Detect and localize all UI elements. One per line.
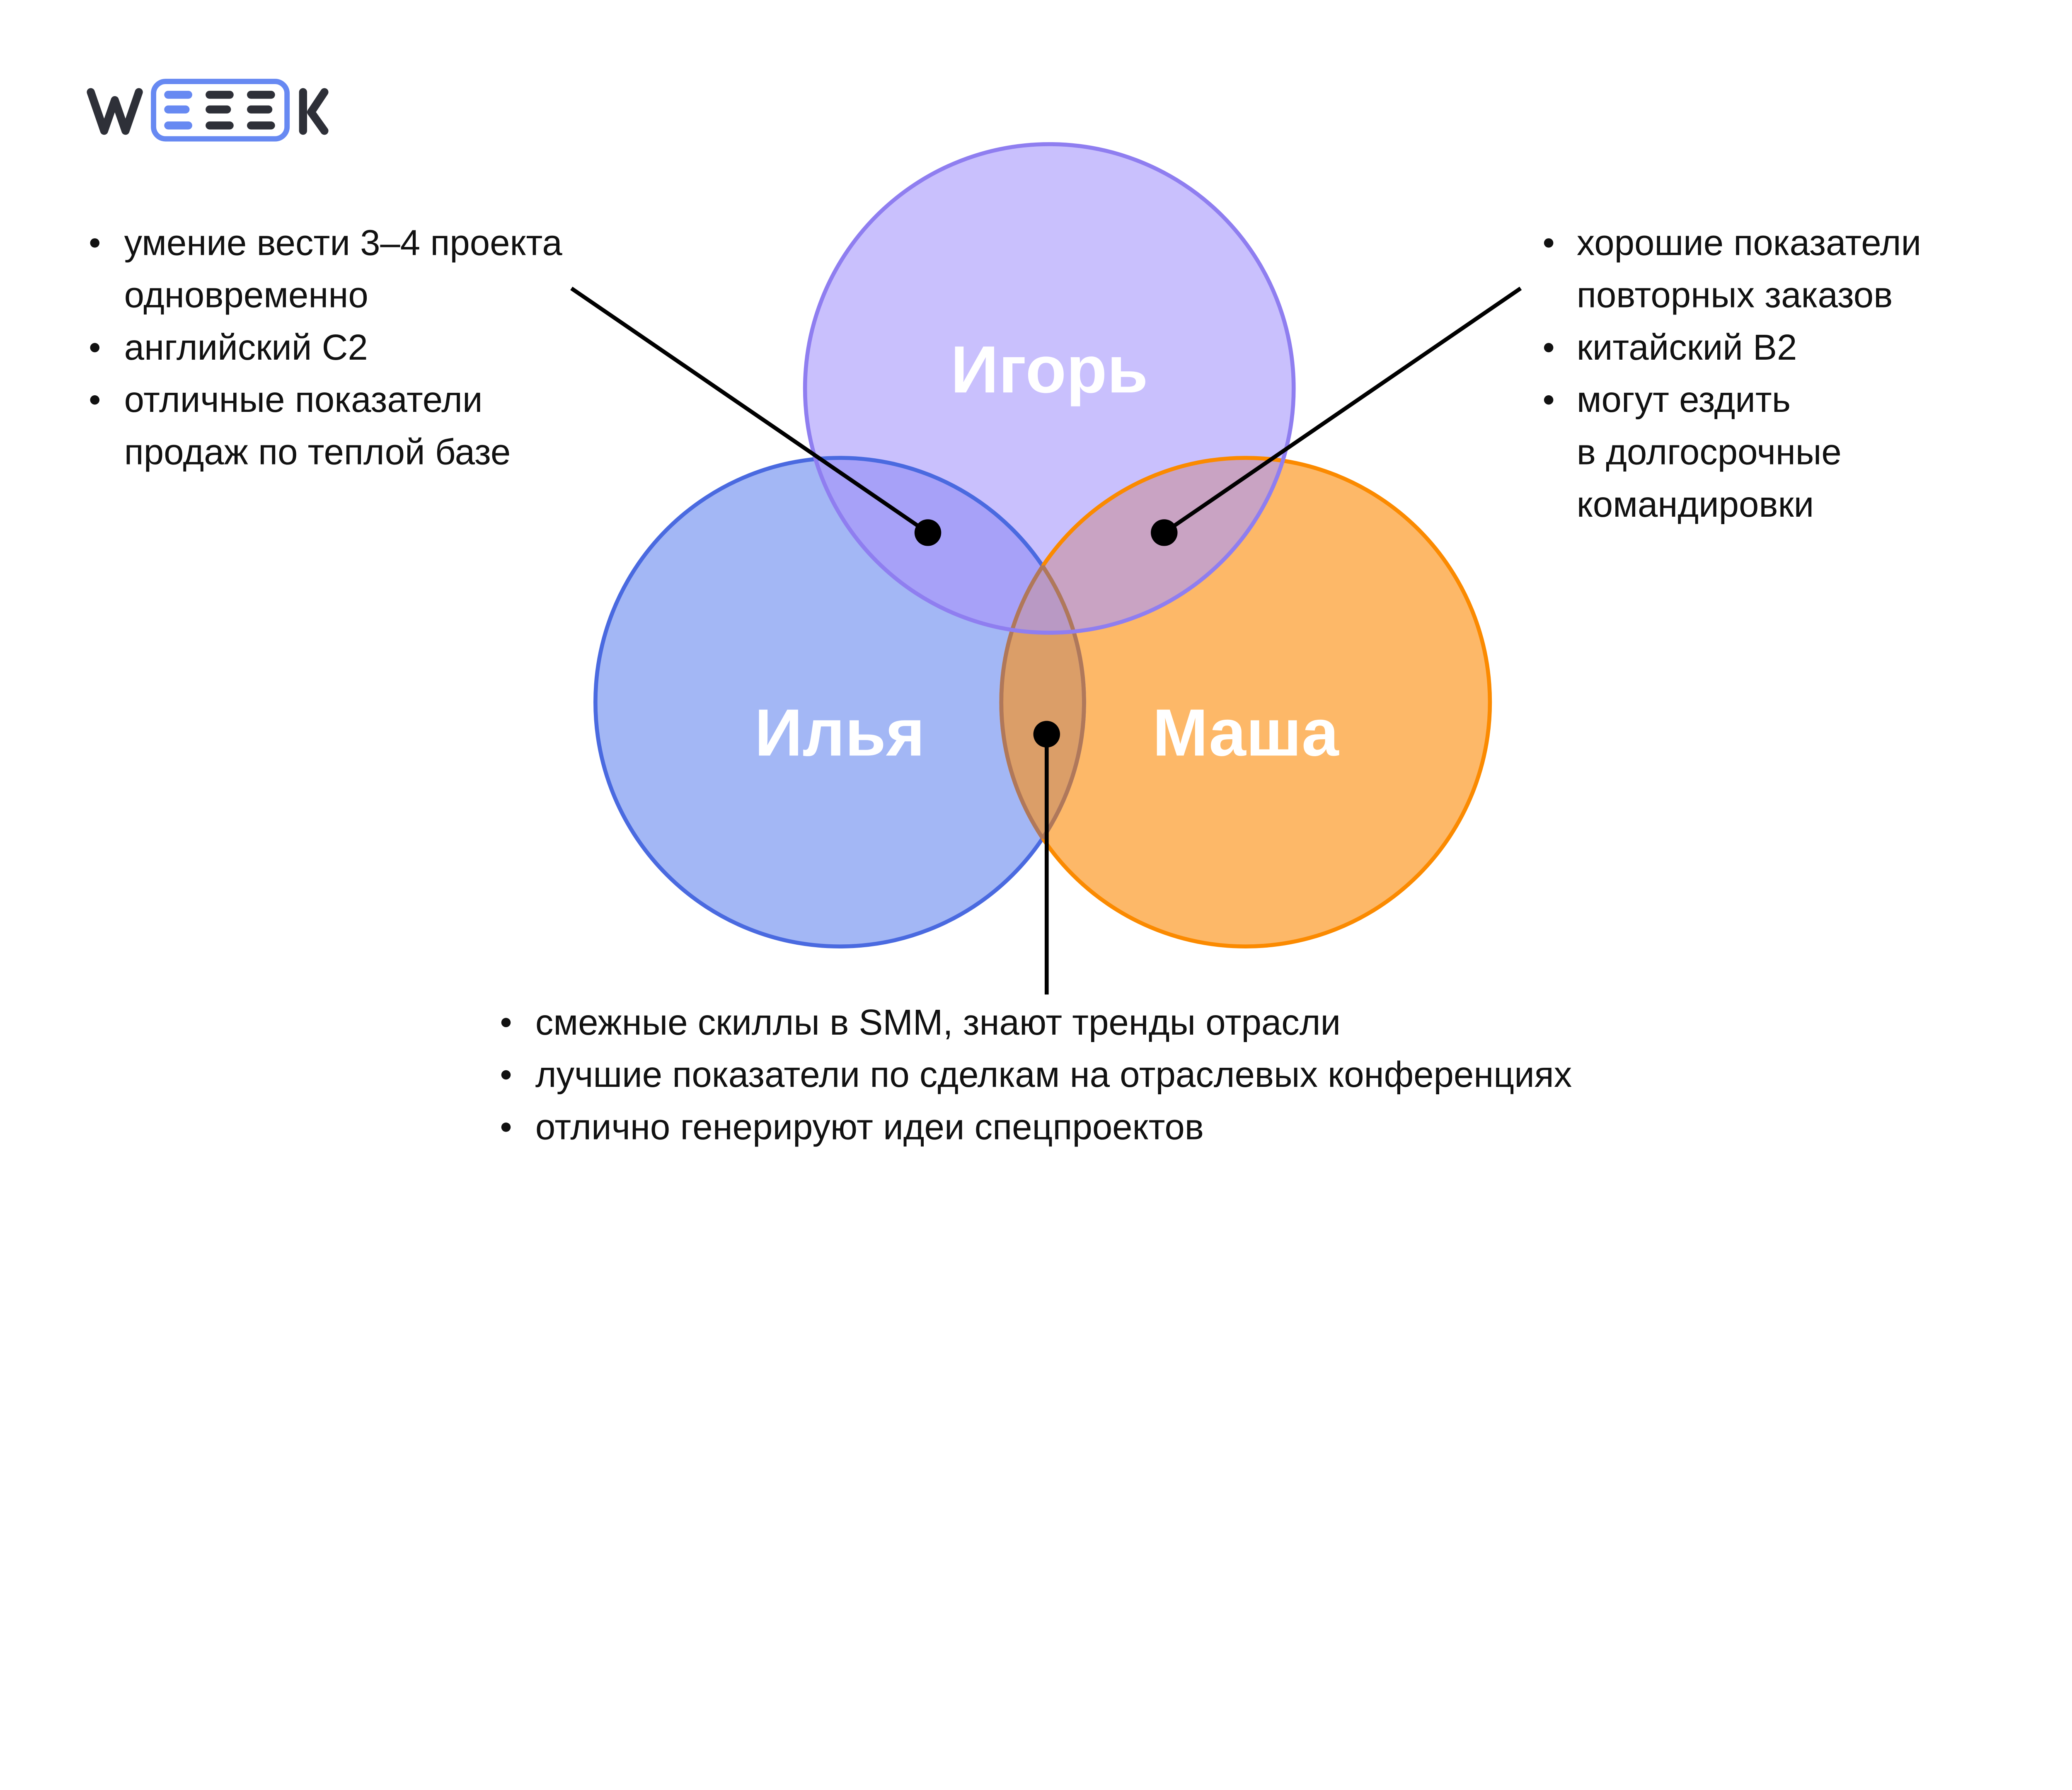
label-ilya: Илья xyxy=(755,695,925,770)
overlap-igor-masha xyxy=(1001,458,1294,633)
bullet-icon xyxy=(501,1018,511,1028)
overlap-outline xyxy=(999,458,1084,947)
overlap-igor-ilya xyxy=(805,458,1084,633)
callout-line: продаж по теплой базе xyxy=(124,432,511,472)
bullet-icon xyxy=(1544,343,1554,353)
bullet-icon xyxy=(90,238,100,248)
callout-line: командировки xyxy=(1577,484,1814,525)
callout-line: хорошие показатели xyxy=(1577,223,1921,263)
weeek-logo xyxy=(87,79,329,142)
callout-line: английский С2 xyxy=(124,327,368,368)
label-igor: Игорь xyxy=(951,332,1148,407)
callout-line: китайский В2 xyxy=(1577,327,1797,368)
callout-line: смежные скиллы в SMM, знают тренды отрас… xyxy=(535,1002,1341,1043)
callout-line: повторных заказов xyxy=(1577,275,1893,315)
callout-igor-masha: хорошие показатели повторных заказов китай… xyxy=(1544,223,1921,525)
callout-line: отлично генерируют идеи спецпроектов xyxy=(535,1107,1204,1147)
connector-igor-ilya xyxy=(570,286,942,546)
callout-ilya-masha: смежные скиллы в SMM, знают тренды отрас… xyxy=(501,1002,1572,1147)
callout-line: отличные показатели xyxy=(124,380,483,420)
overlap-outline xyxy=(1001,458,1086,947)
connector-ilya-masha xyxy=(1033,721,1060,995)
bullet-icon xyxy=(90,395,100,405)
callout-line: одновременно xyxy=(124,275,368,315)
bullet-icon xyxy=(501,1070,511,1080)
bullet-icon xyxy=(1544,238,1554,248)
circle-igor-outline xyxy=(803,142,1296,635)
bullet-icon xyxy=(1544,395,1554,405)
callout-line: лучшие показатели по сделкам на отраслев… xyxy=(535,1055,1572,1095)
callout-line: умение вести 3–4 проекта xyxy=(124,223,563,263)
callout-line: в долгосрочные xyxy=(1577,432,1842,472)
connector-igor-masha xyxy=(1151,286,1522,546)
bullet-icon xyxy=(90,343,100,353)
callout-line: могут ездить xyxy=(1577,380,1791,420)
label-masha: Маша xyxy=(1152,695,1339,770)
bullet-icon xyxy=(501,1122,511,1132)
venn-diagram: Игорь Илья Маша умение вести 3–4 проекта… xyxy=(87,79,1921,1147)
callout-igor-ilya: умение вести 3–4 проекта одновременно англ… xyxy=(90,223,562,472)
